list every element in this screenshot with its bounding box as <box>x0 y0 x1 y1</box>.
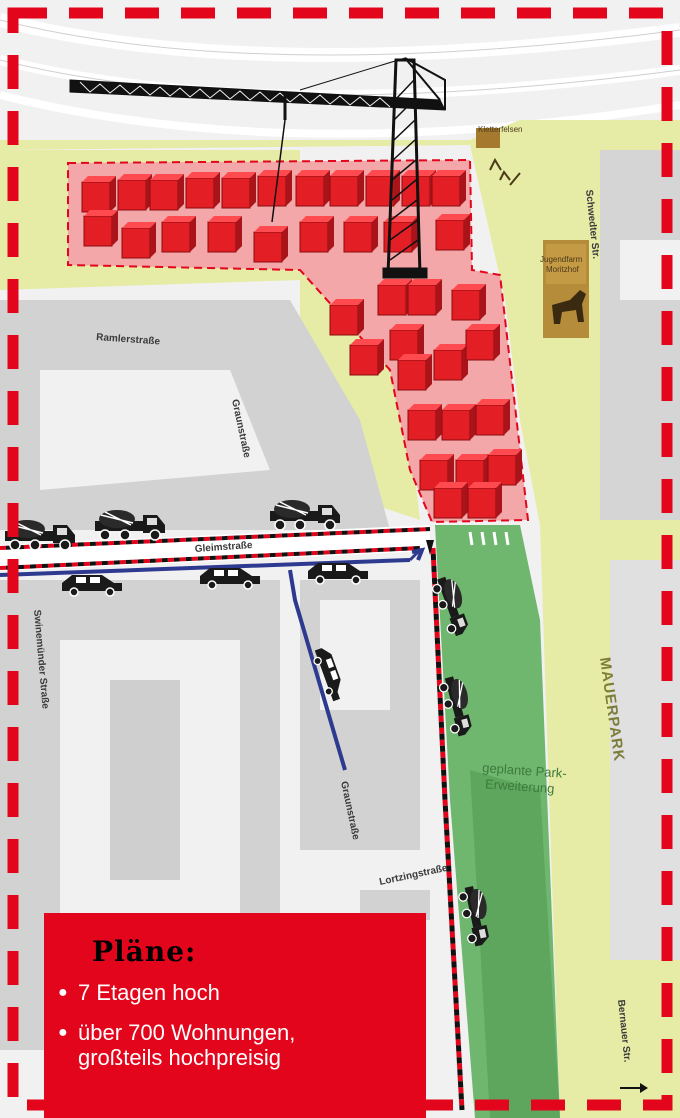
plans-box: Pläne: ● 7 Etagen hoch ● über 700 Wohnungen… <box>44 913 426 1118</box>
arrow-icon <box>620 1083 648 1093</box>
plan-item-text: über 700 Wohnungen, großteils hochpreisi… <box>78 1020 296 1070</box>
label-gleimstrasse: Gleimstraße <box>194 540 253 555</box>
jugendfarm-building <box>543 240 589 338</box>
plans-list: ● 7 Etagen hoch ● über 700 Wohnungen, großt… <box>58 980 412 1070</box>
bullet-icon: ● <box>58 1024 68 1041</box>
label-jugendfarm: Jugendfarm Moritzhof <box>540 255 584 274</box>
plans-title: Pläne: <box>92 935 197 968</box>
park-path-marks <box>468 531 510 546</box>
construction-route <box>426 540 465 1111</box>
traffic-route <box>0 547 426 771</box>
label-ramlerstrasse: Ramlerstraße <box>96 332 161 347</box>
bullet-icon: ● <box>58 984 68 1001</box>
plan-item: ● 7 Etagen hoch <box>58 980 412 1005</box>
horse-icon <box>552 290 586 324</box>
plan-item: ● über 700 Wohnungen, großteils hochpreis… <box>58 1020 412 1070</box>
gleimstrasse-road <box>0 525 431 571</box>
label-park-extension: geplante Park- Erweiterung <box>481 760 571 797</box>
plan-item-text: 7 Etagen hoch <box>78 980 220 1005</box>
playground-icon <box>476 128 521 186</box>
label-kletterfelsen: Kletterfelsen <box>478 125 522 134</box>
crane-icon <box>69 57 446 279</box>
